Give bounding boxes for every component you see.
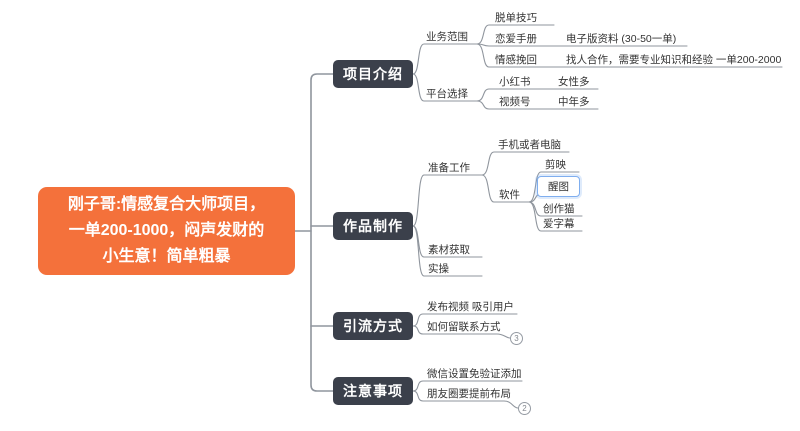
leaf-wechat-no-verify[interactable]: 微信设置免验证添加 xyxy=(427,368,522,380)
branch-work-production[interactable]: 作品制作 xyxy=(333,212,413,240)
topic-business-scope[interactable]: 业务范围 xyxy=(426,31,468,43)
leaf-leave-contact[interactable]: 如何留联系方式 xyxy=(427,321,501,333)
branch-attention-notes[interactable]: 注意事项 xyxy=(333,377,413,405)
leaf-chuangzuomao[interactable]: 创作猫 xyxy=(543,203,575,215)
note-emotion-recover[interactable]: 找人合作，需要专业知识和经验 一单200-2000 xyxy=(566,54,782,66)
leaf-jianying[interactable]: 剪映 xyxy=(545,159,566,171)
topic-practice[interactable]: 实操 xyxy=(428,263,449,275)
leaf-aizimu[interactable]: 爱字幕 xyxy=(543,218,575,230)
leaf-publish-video[interactable]: 发布视频 吸引用户 xyxy=(427,301,514,313)
leaf-emotion-recover[interactable]: 情感挽回 xyxy=(495,54,537,66)
leaf-xingtu-selected[interactable]: 醒图 xyxy=(537,176,580,197)
leaf-love-manual[interactable]: 恋爱手册 xyxy=(495,33,537,45)
collapsed-count-badge[interactable]: 3 xyxy=(510,332,523,345)
topic-material-acquire[interactable]: 素材获取 xyxy=(428,244,470,256)
leaf-moments-pre-layout[interactable]: 朋友圈要提前布局 xyxy=(427,388,511,400)
topic-platform-choice[interactable]: 平台选择 xyxy=(426,88,468,100)
collapsed-count-badge[interactable]: 2 xyxy=(518,402,531,415)
note-love-manual[interactable]: 电子版资料 (30-50一单) xyxy=(566,33,677,45)
branch-project-intro[interactable]: 项目介绍 xyxy=(333,60,413,88)
leaf-xiaohongshu[interactable]: 小红书 xyxy=(499,76,531,88)
leaf-video-account[interactable]: 视频号 xyxy=(499,96,531,108)
leaf-dating-skill[interactable]: 脱单技巧 xyxy=(495,12,537,24)
note-xiaohongshu[interactable]: 女性多 xyxy=(558,76,590,88)
central-topic[interactable]: 刚子哥:情感复合大师项目， 一单200-1000，闷声发财的 小生意！简单粗暴 xyxy=(38,187,295,275)
branch-traffic-method[interactable]: 引流方式 xyxy=(333,312,413,340)
topic-preparation[interactable]: 准备工作 xyxy=(428,162,470,174)
note-video-account[interactable]: 中年多 xyxy=(558,96,590,108)
topic-software[interactable]: 软件 xyxy=(499,189,520,201)
leaf-phone-or-computer[interactable]: 手机或者电脑 xyxy=(498,139,561,151)
